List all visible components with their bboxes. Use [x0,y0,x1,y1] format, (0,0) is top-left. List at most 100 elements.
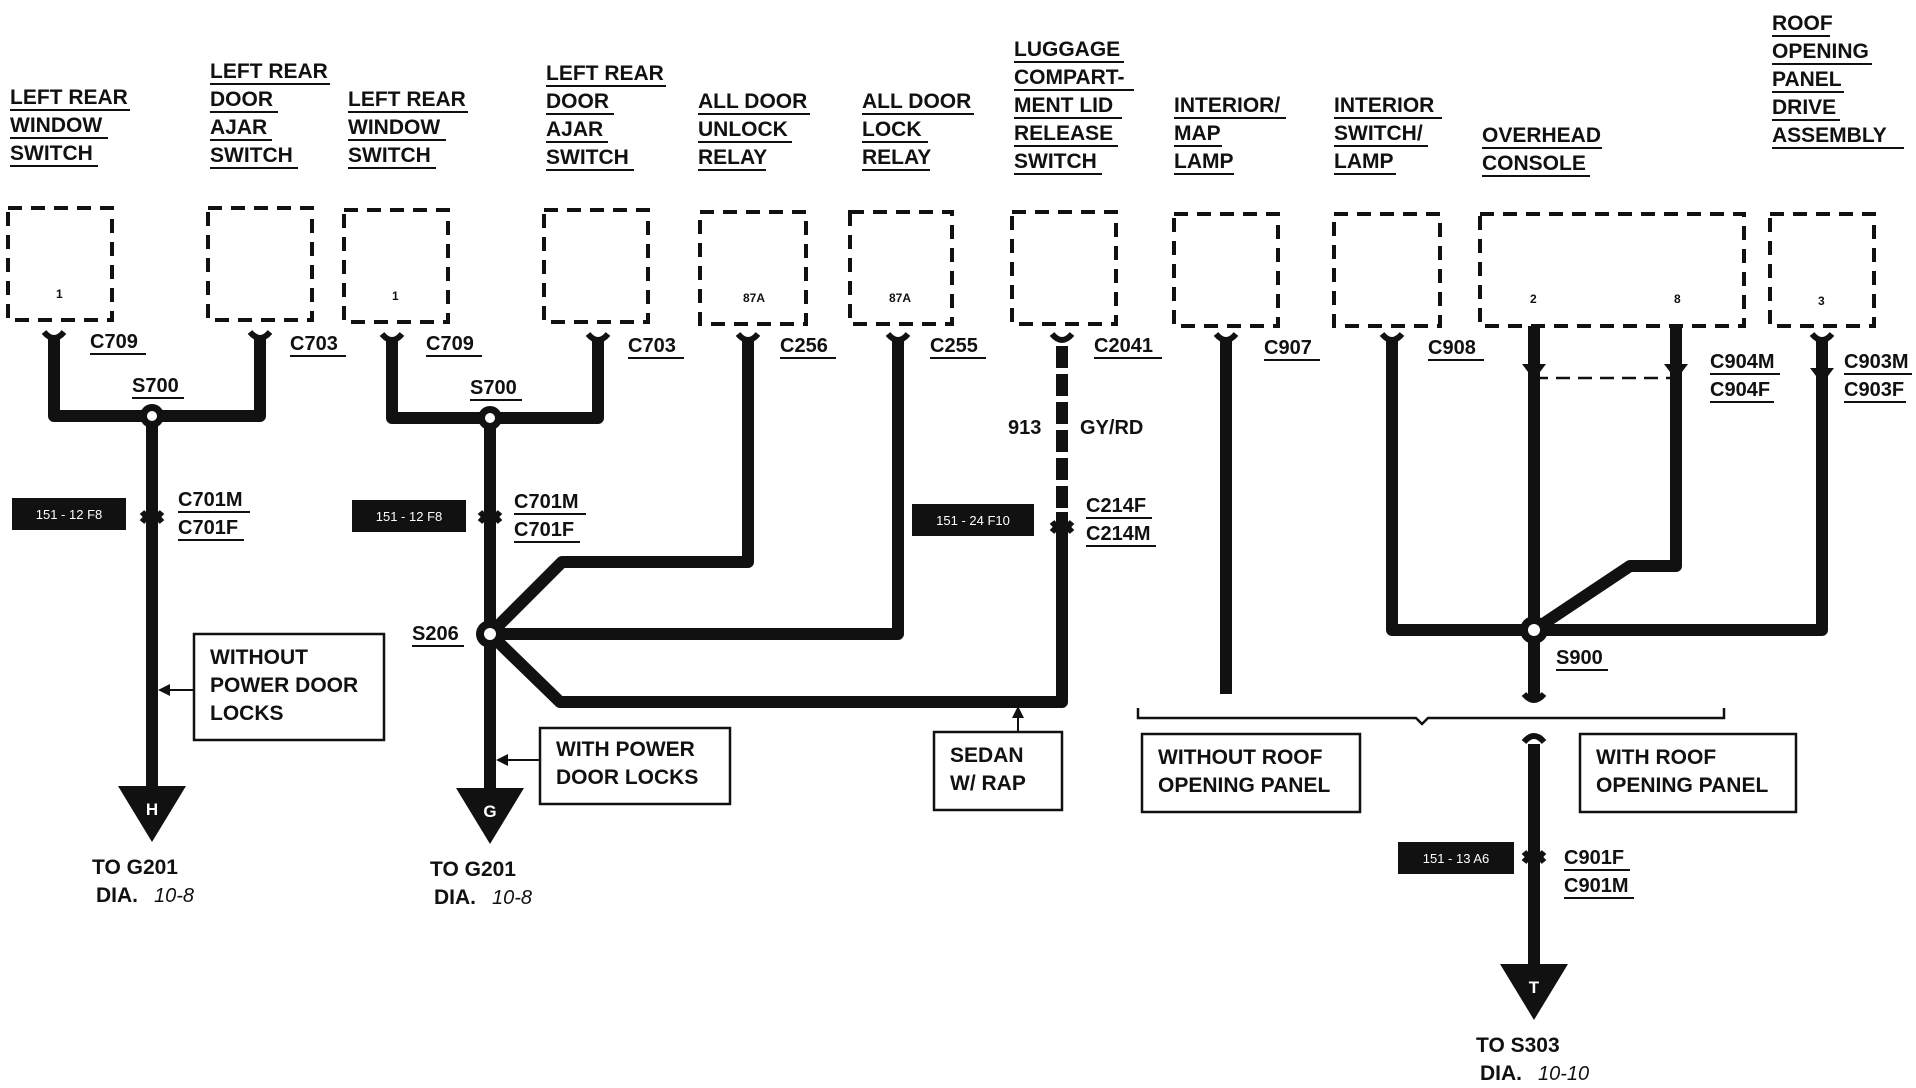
svg-text:LEFT REAR: LEFT REAR [546,62,664,85]
svg-text:INTERIOR: INTERIOR [1334,94,1434,117]
svg-text:C709: C709 [426,333,474,355]
svg-text:LAMP: LAMP [1334,150,1394,173]
svg-text:C701F: C701F [514,519,574,541]
svg-text:INTERIOR/: INTERIOR/ [1174,94,1280,117]
arrow-icon [1810,368,1834,384]
svg-text:SWITCH/: SWITCH/ [1334,122,1423,145]
wire [485,340,754,639]
wire [1530,326,1682,635]
overhead-console-box [1478,212,1746,328]
label-left-rear-window-switch-1: LEFT REAR WINDOW SWITCH [10,86,130,167]
roof-drive-assembly-box [1768,212,1876,328]
svg-text:WINDOW: WINDOW [348,116,440,139]
reference-tags: 151 - 12 F8 151 - 12 F8 151 - 24 F10 151… [12,498,1514,874]
svg-text:DIA.: DIA. [434,886,476,909]
svg-text:10-8: 10-8 [492,887,532,909]
svg-text:SWITCH: SWITCH [10,142,93,165]
all-door-lock-relay-box [848,210,954,326]
svg-text:TO S303: TO S303 [1476,1034,1560,1057]
left-rear-door-ajar-switch-box-2 [542,208,650,324]
note-with-power-door-locks: WITH POWER DOOR LOCKS [496,726,732,806]
svg-text:OPENING: OPENING [1772,40,1869,63]
interior-map-lamp-box [1172,212,1280,328]
svg-text:10-8: 10-8 [154,885,194,907]
svg-text:SWITCH: SWITCH [546,146,629,169]
svg-text:OPENING PANEL: OPENING PANEL [1596,774,1768,797]
svg-text:RELEASE: RELEASE [1014,122,1113,145]
svg-text:LUGGAGE: LUGGAGE [1014,38,1120,61]
svg-text:C901M: C901M [1564,875,1628,897]
svg-text:C214M: C214M [1086,523,1150,545]
label-roof-opening-panel-drive-assembly: ROOF OPENING PANEL DRIVE ASSEMBLY [1772,12,1904,149]
svg-text:OVERHEAD: OVERHEAD [1482,124,1601,147]
note-sedan-w-rap: SEDAN W/ RAP [932,706,1064,812]
svg-text:S700: S700 [470,377,517,399]
label-interior-switch-lamp: INTERIOR SWITCH/ LAMP [1334,94,1442,175]
svg-text:W/ RAP: W/ RAP [950,772,1026,795]
svg-text:CONSOLE: CONSOLE [1482,152,1586,175]
svg-text:C214F: C214F [1086,495,1146,517]
svg-text:C901F: C901F [1564,847,1624,869]
svg-text:S206: S206 [412,623,459,645]
pin-label: 1 [392,289,399,303]
svg-text:C701M: C701M [514,491,578,513]
connector-terminals [41,329,1835,865]
svg-text:DOOR: DOOR [210,88,273,111]
svg-text:C904M: C904M [1710,351,1774,373]
svg-text:ROOF: ROOF [1772,12,1833,35]
svg-text:SWITCH: SWITCH [1014,150,1097,173]
label-left-rear-window-switch-2: LEFT REAR WINDOW SWITCH [348,88,468,169]
svg-text:C703: C703 [628,335,676,357]
wire-circuit-number: 913 [1008,417,1041,439]
svg-text:WINDOW: WINDOW [10,114,102,137]
svg-text:151 - 13 A6: 151 - 13 A6 [1423,851,1490,866]
svg-text:151 - 12 F8: 151 - 12 F8 [36,507,103,522]
svg-text:COMPART-: COMPART- [1014,66,1124,89]
svg-text:WITHOUT: WITHOUT [210,646,308,669]
svg-text:C701M: C701M [178,489,242,511]
svg-text:LAMP: LAMP [1174,150,1234,173]
svg-text:DIA.: DIA. [1480,1062,1522,1085]
svg-text:ALL DOOR: ALL DOOR [698,90,807,113]
ground-g: G TO G201 DIA. 10-8 [430,788,532,909]
wire [1386,340,1828,636]
svg-text:SWITCH: SWITCH [210,144,293,167]
wire [490,340,904,640]
svg-text:C903M: C903M [1844,351,1908,373]
svg-text:LEFT REAR: LEFT REAR [348,88,466,111]
svg-text:C904F: C904F [1710,379,1770,401]
svg-text:TO G201: TO G201 [92,856,178,879]
svg-text:151 - 12 F8: 151 - 12 F8 [376,509,443,524]
pin-label: 87A [889,291,911,305]
note-with-roof-opening-panel: WITH ROOF OPENING PANEL [1578,732,1798,814]
svg-text:C256: C256 [780,335,828,357]
svg-text:C709: C709 [90,331,138,353]
svg-text:DOOR LOCKS: DOOR LOCKS [556,766,698,789]
svg-text:LEFT REAR: LEFT REAR [10,86,128,109]
splice-labels: S700 S700 S206 S900 [132,375,1608,671]
svg-text:DIA.: DIA. [96,884,138,907]
svg-text:S900: S900 [1556,647,1603,669]
label-all-door-lock-relay: ALL DOOR LOCK RELAY [862,90,974,171]
svg-text:WITH POWER: WITH POWER [556,738,695,761]
wire [485,512,1068,708]
svg-text:C907: C907 [1264,337,1312,359]
option-bracket [1136,708,1726,726]
arrow-icon [1522,364,1546,380]
svg-text:T: T [1529,978,1540,997]
label-luggage-compartment-lid-release-switch: LUGGAGE COMPART- MENT LID RELEASE SWITCH [1014,38,1134,175]
connector-labels: C709 C703 C709 C703 C256 C255 C2041 C907… [90,331,1912,899]
svg-text:C701F: C701F [178,517,238,539]
svg-text:AJAR: AJAR [546,118,603,141]
svg-text:UNLOCK: UNLOCK [698,118,788,141]
svg-text:C703: C703 [290,333,338,355]
svg-text:OPENING PANEL: OPENING PANEL [1158,774,1330,797]
interior-switch-lamp-box [1332,212,1442,328]
svg-text:H: H [146,800,158,819]
svg-text:TO G201: TO G201 [430,858,516,881]
wire-color-code: GY/RD [1080,417,1143,439]
left-rear-window-switch-box-2 [342,208,450,324]
svg-text:G: G [483,802,496,821]
svg-text:C903F: C903F [1844,379,1904,401]
svg-text:C255: C255 [930,335,978,357]
